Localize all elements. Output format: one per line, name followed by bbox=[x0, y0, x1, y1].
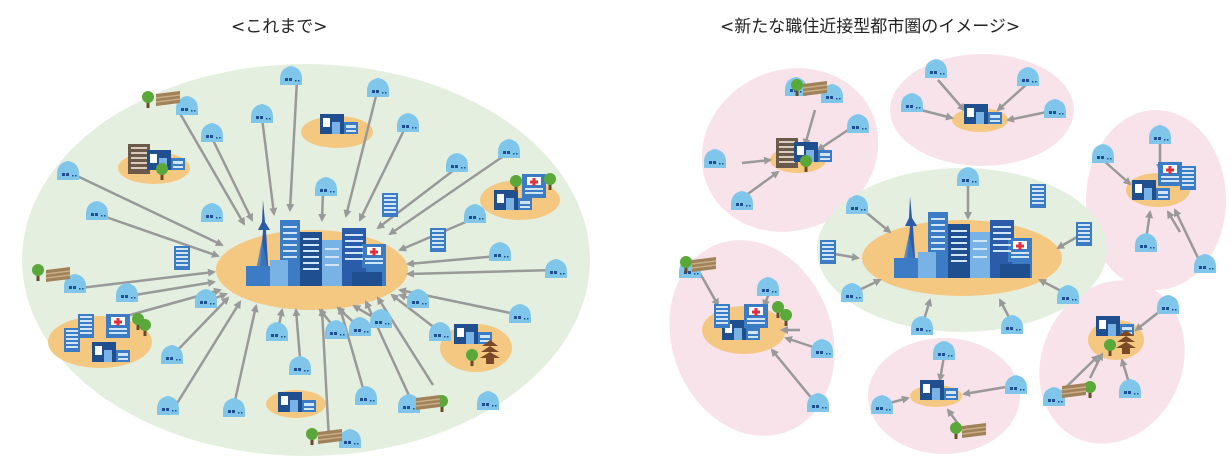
office-building-icon bbox=[174, 246, 190, 270]
before-diagram bbox=[22, 64, 590, 456]
office-building-icon bbox=[78, 314, 94, 338]
hospital-icon bbox=[1158, 162, 1182, 186]
office-building-icon bbox=[430, 228, 446, 252]
office-building-icon bbox=[820, 240, 836, 264]
title-new-image: <新たな職住近接型都市圏のイメージ> bbox=[720, 17, 1021, 37]
office-building-icon bbox=[1180, 166, 1196, 190]
city-icon bbox=[894, 196, 1032, 278]
office-building-icon bbox=[1030, 184, 1046, 208]
office-building-icon bbox=[382, 193, 398, 217]
hospital-icon bbox=[106, 314, 130, 338]
new-image-diagram bbox=[669, 54, 1226, 454]
hospital-icon bbox=[744, 304, 768, 328]
apartment-icon bbox=[128, 144, 150, 174]
office-building-icon bbox=[1076, 222, 1092, 246]
city-icon bbox=[246, 200, 386, 286]
office-building-icon bbox=[64, 328, 80, 352]
title-before: <これまで> bbox=[231, 17, 328, 37]
commute-arrows bbox=[74, 79, 556, 441]
hospital-icon bbox=[522, 174, 546, 198]
office-building-icon bbox=[714, 304, 730, 328]
